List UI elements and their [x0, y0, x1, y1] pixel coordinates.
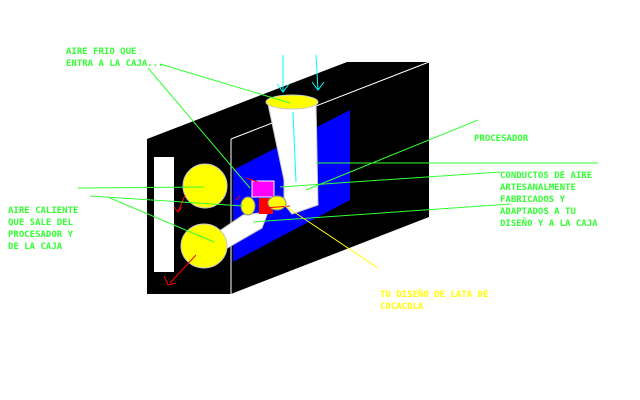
- processor-chip: [251, 180, 275, 198]
- case-edge-line: [230, 61, 430, 140]
- front-lower-fan-icon: [180, 223, 228, 269]
- top-intake-fan-icon: [265, 94, 319, 110]
- cold-air-arrow-inner: [292, 111, 297, 183]
- cold-air-arrows: [276, 54, 325, 93]
- processor-label: PROCESADOR: [474, 134, 529, 144]
- front-upper-fan-icon: [182, 163, 228, 209]
- leader-lines: [77, 63, 598, 243]
- can-design-leader: [275, 199, 379, 269]
- processor-fan-left-icon: [240, 196, 256, 216]
- front-panel-slot: [154, 157, 174, 272]
